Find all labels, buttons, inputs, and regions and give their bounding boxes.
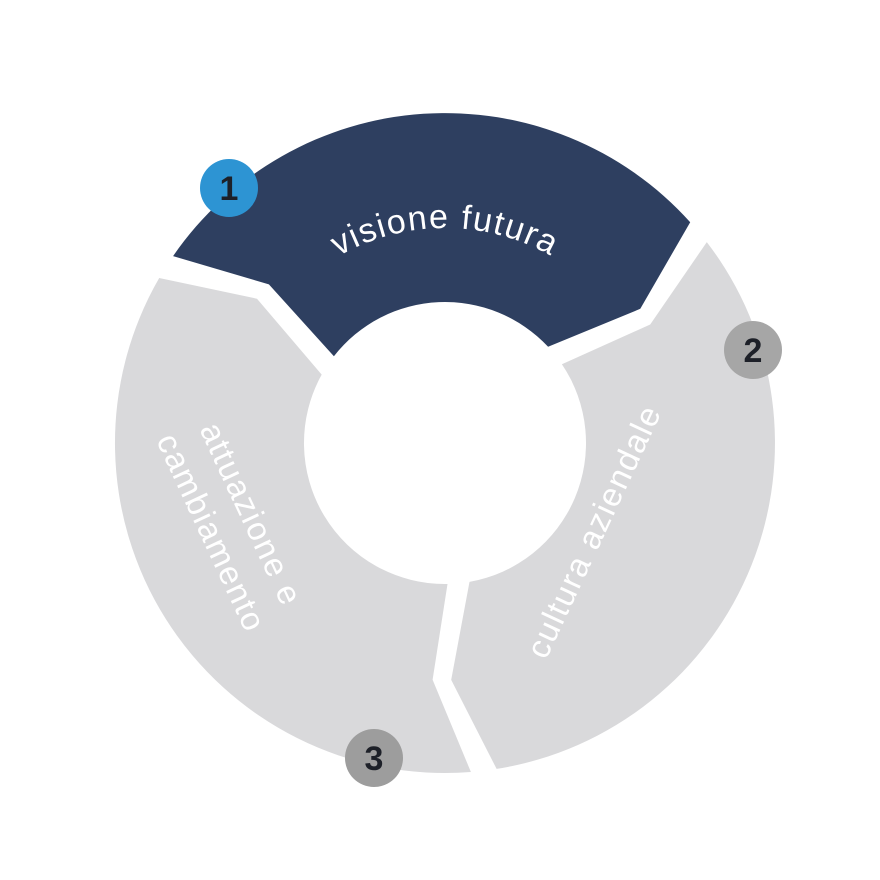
badge-1: 1 [200,159,258,217]
badge-1-circle [200,159,258,217]
segment-attuazione-cambiamento [114,278,471,774]
badge-2-number: 2 [744,332,763,370]
badge-3-number: 3 [365,740,384,778]
segment-cultura-aziendale [451,242,775,769]
badge-3-circle [345,729,403,787]
badge-2-circle [724,321,782,379]
badge-1-number: 1 [220,170,239,208]
segment-visione-futura [173,113,691,357]
badge-2: 2 [724,321,782,379]
badge-3: 3 [345,729,403,787]
